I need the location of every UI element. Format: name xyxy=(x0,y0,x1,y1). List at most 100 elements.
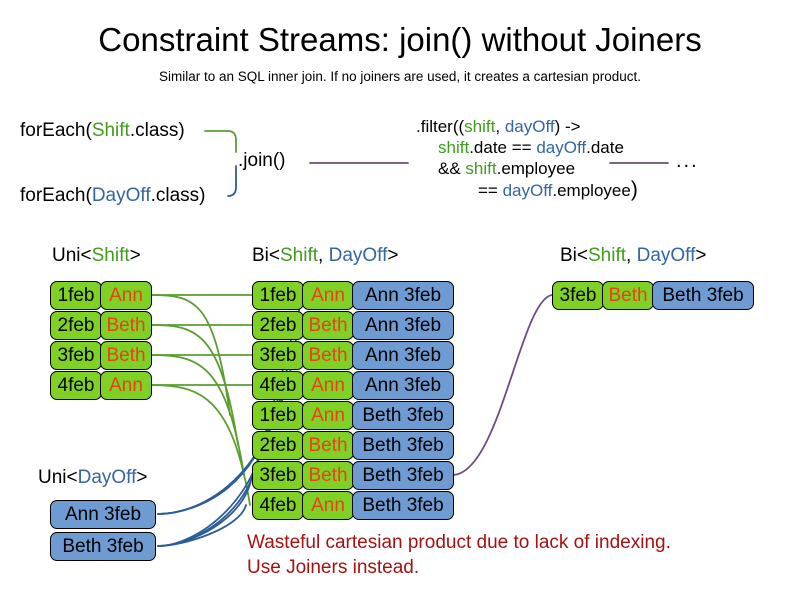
dayoff-card-label: Beth 3feb xyxy=(50,532,156,561)
filter-line-4: == dayOff.employee) xyxy=(416,179,638,201)
shift-card-date: 4feb xyxy=(50,371,102,400)
foreach-dayoff-statement: forEach(DayOff.class) xyxy=(20,185,206,207)
bi-right-type2: DayOff xyxy=(636,245,696,266)
filter-close-paren: ) xyxy=(630,178,638,201)
page-subtitle: Similar to an SQL inner join. If no join… xyxy=(159,69,641,84)
shift-card-employee: Beth xyxy=(100,341,152,370)
cartesian-card-employee: Beth xyxy=(302,341,354,370)
label-uni-dayoff: Uni<DayOff> xyxy=(38,467,148,489)
bi-middle-prefix: Bi< xyxy=(252,245,280,266)
bi-middle-suffix: > xyxy=(387,245,399,266)
uni-shift-suffix: > xyxy=(129,245,141,266)
shift-card-employee: Ann xyxy=(100,281,152,310)
cartesian-card-dayoff: Beth 3feb xyxy=(352,431,454,460)
shift-type-token: Shift xyxy=(91,120,130,141)
ellipsis-continuation: ... xyxy=(676,150,699,172)
cartesian-card-dayoff: Beth 3feb xyxy=(352,461,454,490)
uni-dayoff-prefix: Uni< xyxy=(38,467,78,488)
label-bi-right: Bi<Shift, DayOff> xyxy=(560,245,706,267)
foreach-dayoff-suffix: .class) xyxy=(150,185,206,206)
uni-dayoff-suffix: > xyxy=(136,467,148,488)
bi-right-type1: Shift xyxy=(588,245,627,266)
filter-dayoff-ref-2: dayOff xyxy=(502,181,553,200)
cartesian-card-date: 1feb xyxy=(252,401,304,430)
filter-employee-field: .employee xyxy=(496,159,576,178)
filter-shift-ref-2: shift xyxy=(465,159,497,178)
warning-message: Wasteful cartesian product due to lack o… xyxy=(247,530,671,580)
join-call-label: .join() xyxy=(238,150,286,171)
foreach-shift-prefix: forEach( xyxy=(20,120,92,141)
dayoff-card-label: Ann 3feb xyxy=(50,500,156,529)
filter-expression: .filter((shift, dayOff) -> shift.date ==… xyxy=(416,116,638,201)
bi-right-suffix: > xyxy=(695,245,707,266)
filter-line-1: .filter((shift, dayOff) -> xyxy=(416,116,638,137)
cartesian-card-dayoff: Ann 3feb xyxy=(352,281,454,310)
filter-employee-field-2: .employee xyxy=(552,181,631,200)
cartesian-card-date: 2feb xyxy=(252,431,304,460)
filter-line-2: shift.date == dayOff.date xyxy=(416,137,638,158)
bi-middle-type1: Shift xyxy=(280,245,319,266)
warning-line-1: Wasteful cartesian product due to lack o… xyxy=(247,532,671,553)
foreach-shift-statement: forEach(Shift.class) xyxy=(20,120,185,142)
cartesian-card-date: 1feb xyxy=(252,281,304,310)
cartesian-card-employee: Ann xyxy=(302,401,354,430)
bi-right-prefix: Bi< xyxy=(560,245,588,266)
filter-date-eq: .date == xyxy=(469,138,537,157)
cartesian-card-date: 4feb xyxy=(252,371,304,400)
result-card-employee: Beth xyxy=(602,281,654,310)
cartesian-card-dayoff: Ann 3feb xyxy=(352,341,454,370)
bi-middle-comma: , xyxy=(318,245,329,266)
cartesian-card-employee: Ann xyxy=(302,281,354,310)
cartesian-card-dayoff: Ann 3feb xyxy=(352,371,454,400)
uni-shift-prefix: Uni< xyxy=(52,245,92,266)
result-card-date: 3feb xyxy=(552,281,604,310)
result-card-dayoff: Beth 3feb xyxy=(652,281,754,310)
cartesian-card-employee: Beth xyxy=(302,431,354,460)
dayoff-card: Ann 3feb xyxy=(50,500,156,529)
cartesian-card-dayoff: Ann 3feb xyxy=(352,311,454,340)
page-title: Constraint Streams: join() without Joine… xyxy=(98,21,702,58)
filter-param-dayoff: dayOff xyxy=(504,117,555,136)
shift-card-date: 2feb xyxy=(50,311,102,340)
shift-card-date: 1feb xyxy=(50,281,102,310)
uni-dayoff-type: DayOff xyxy=(77,467,137,488)
cartesian-card-date: 3feb xyxy=(252,341,304,370)
filter-line-3: && shift.employee xyxy=(416,158,638,179)
filter-shift-ref: shift xyxy=(438,138,470,157)
filter-open: .filter(( xyxy=(416,117,465,136)
cartesian-card-dayoff: Beth 3feb xyxy=(352,491,454,520)
cartesian-card-dayoff: Beth 3feb xyxy=(352,401,454,430)
label-uni-shift: Uni<Shift> xyxy=(52,245,141,267)
shift-card-employee: Beth xyxy=(100,311,152,340)
filter-param-shift: shift xyxy=(464,117,496,136)
shift-card-date: 3feb xyxy=(50,341,102,370)
filter-eq-op: == xyxy=(478,181,503,200)
filter-and-op: && xyxy=(438,159,466,178)
filter-arrow: ) -> xyxy=(554,117,581,136)
cartesian-card-date: 4feb xyxy=(252,491,304,520)
cartesian-card-employee: Ann xyxy=(302,491,354,520)
foreach-dayoff-prefix: forEach( xyxy=(20,185,92,206)
dayoff-card: Beth 3feb xyxy=(50,532,156,561)
shift-card-employee: Ann xyxy=(100,371,152,400)
dayoff-type-token: DayOff xyxy=(91,185,151,206)
label-bi-middle: Bi<Shift, DayOff> xyxy=(252,245,398,267)
